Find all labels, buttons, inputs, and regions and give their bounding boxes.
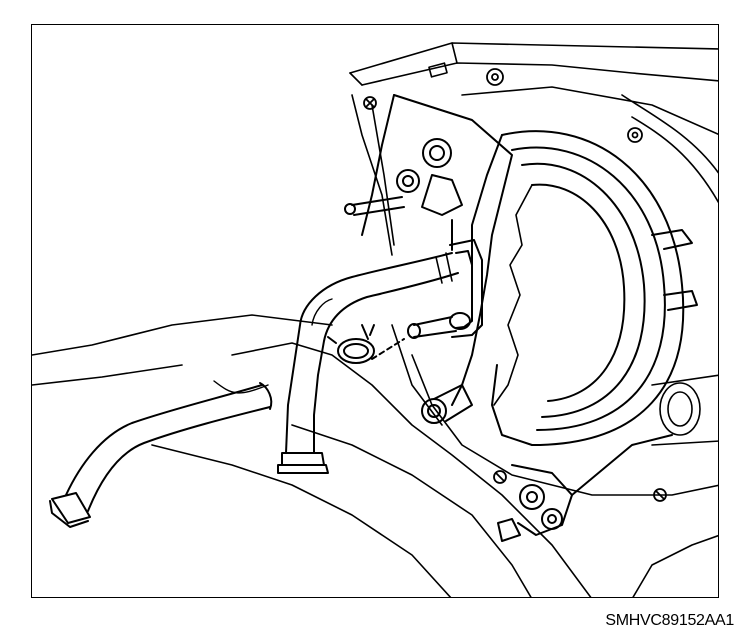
figure-code: SMHVC89152AA1 [605, 612, 734, 629]
illustration-frame [31, 24, 719, 598]
heater-pipe-upper [277, 252, 459, 474]
brake-booster [471, 130, 698, 446]
heater-hose-illustration [32, 42, 718, 597]
bolt [363, 96, 377, 110]
body-panel [349, 42, 718, 256]
mounting-bracket [344, 94, 513, 406]
bolt [627, 127, 643, 143]
bolt [493, 470, 507, 484]
heater-hose-lower [49, 380, 273, 528]
lower-mount [421, 384, 673, 542]
hose-clamp [327, 324, 405, 364]
heater-core-fitting [407, 239, 483, 339]
bolt [486, 68, 504, 86]
body-bolts [363, 68, 667, 502]
